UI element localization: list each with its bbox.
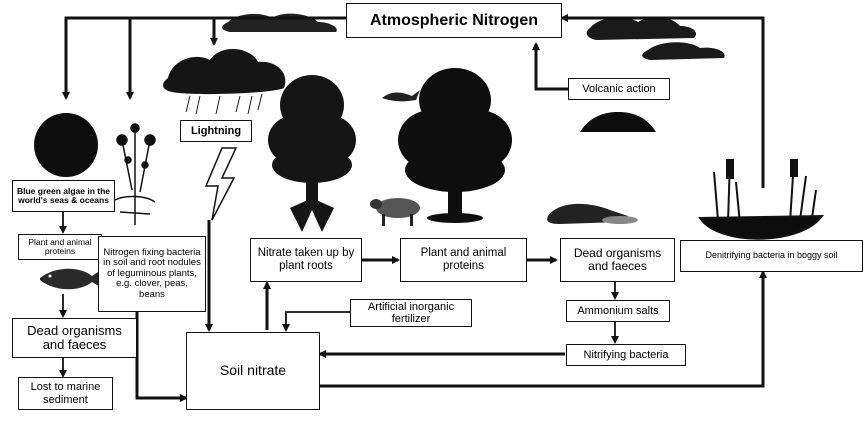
ammonium-salts-label: Ammonium salts (566, 300, 670, 322)
lightning-bolt-icon (204, 147, 238, 221)
nitrogen-fixing-label: Nitrogen fixing bacteria in soil and roo… (98, 236, 206, 312)
plant-animal-proteins-label: Plant and animal proteins (400, 238, 527, 282)
arrow-atmosphere-to-ocean (62, 16, 346, 100)
tree-icon (268, 75, 356, 232)
sheep-icon (370, 198, 420, 226)
atmospheric-nitrogen-label: Atmospheric Nitrogen (346, 3, 562, 38)
dead-organisms-label: Dead organisms and faeces (560, 238, 675, 282)
soil-nitrate-label: Soil nitrate (186, 332, 320, 410)
nitrate-taken-up-label: Nitrate taken up by plant roots (250, 238, 362, 282)
dead-organisms-sea-label: Dead organisms and faeces (12, 318, 137, 358)
dead-animal-icon (547, 203, 638, 224)
arrow-soil-to-denitrifying (320, 270, 767, 388)
artificial-fertilizer-label: Artificial inorganic fertilizer (350, 299, 472, 327)
tree-icon (398, 68, 512, 223)
denitrifying-label: Denitrifying bacteria in boggy soil (680, 240, 863, 272)
bird-icon (382, 90, 420, 102)
nitrifying-bacteria-label: Nitrifying bacteria (566, 344, 686, 366)
lost-marine-label: Lost to marine sediment (18, 377, 113, 410)
arrow-fertilizer-to-soil (282, 311, 350, 332)
ocean-sphere-icon (34, 113, 98, 177)
plant-animal-proteins-sea-label: Plant and animal proteins (18, 234, 102, 260)
volcano-icon (580, 112, 656, 132)
bog-reeds-icon (698, 159, 825, 240)
volcanic-action-label: Volcanic action (568, 78, 670, 100)
arrow-fixing-to-soil (135, 312, 188, 402)
blue-green-algae-label: Blue green algae in the world's seas & o… (12, 180, 115, 212)
storm-cloud-icon (163, 48, 286, 115)
clover-plant-icon (114, 123, 156, 225)
fish-icon (40, 268, 104, 290)
lightning-label: Lightning (180, 120, 252, 142)
cloud-icon (222, 13, 337, 32)
arrow-bog-to-atmosphere (560, 14, 765, 188)
cloud-icon (586, 17, 725, 60)
arrow-volcanic-to-atmosphere (532, 42, 568, 91)
